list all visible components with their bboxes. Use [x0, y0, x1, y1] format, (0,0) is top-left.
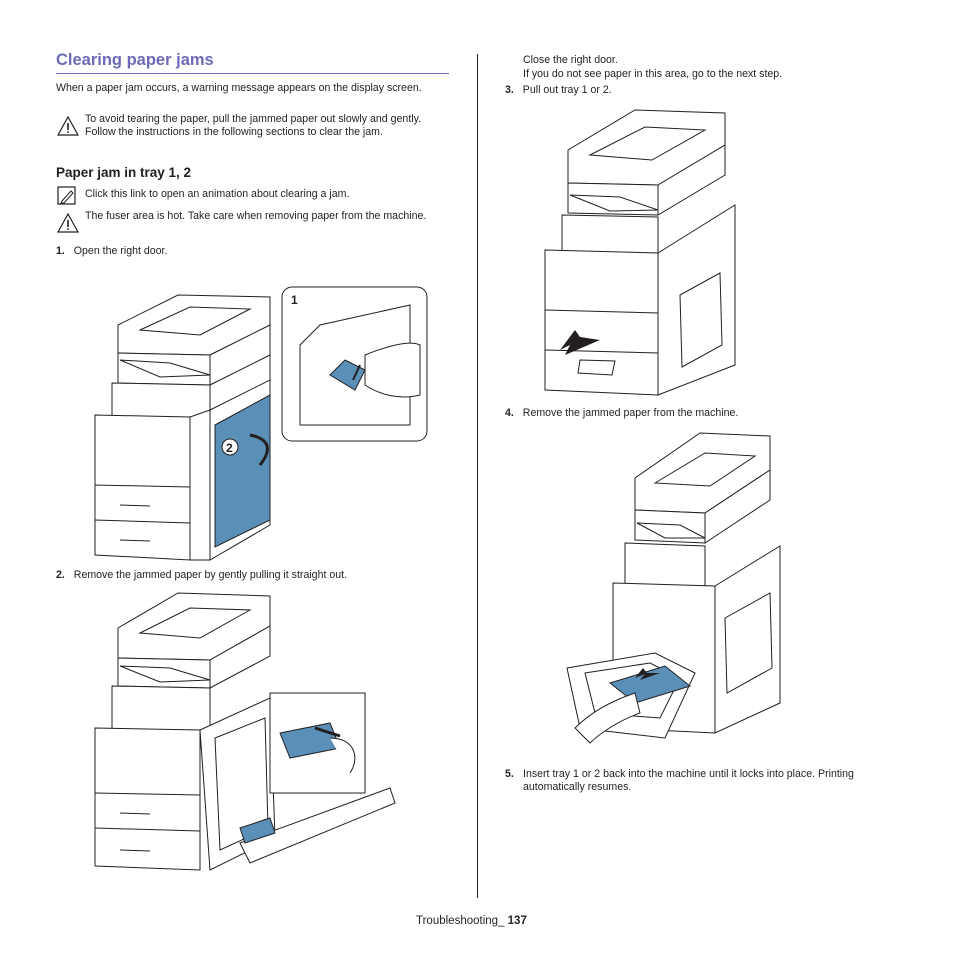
step-number: 1. [56, 245, 65, 257]
step-number: 2. [56, 569, 65, 581]
hot-fuser-warning: The fuser area is hot. Take care when re… [85, 210, 427, 222]
footer-chapter: Troubleshooting_ [416, 915, 505, 927]
step-5: 5. Insert tray 1 or 2 back into the mach… [505, 768, 905, 794]
figure-pull-out-tray [540, 105, 750, 405]
step-text: Pull out tray 1 or 2. [522, 84, 612, 96]
step-number: 3. [505, 84, 514, 96]
figure-open-right-door: 2 1 [90, 285, 430, 565]
section-title: Clearing paper jams [56, 51, 214, 69]
step-1: 1. Open the right door. [56, 245, 167, 258]
step-text: Insert tray 1 or 2 back into the machine… [523, 768, 854, 793]
next-step-instruction: If you do not see paper in this area, go… [523, 68, 783, 80]
step-2: 2. Remove the jammed paper by gently pul… [56, 569, 347, 582]
close-door-instruction: Close the right door. [523, 54, 618, 66]
step-3: 3. Pull out tray 1 or 2. [505, 84, 612, 97]
inset-callout-label: 1 [291, 293, 298, 307]
page-footer: Troubleshooting_ 137 [416, 915, 527, 927]
figure-remove-jammed-paper [90, 588, 410, 873]
step-number: 4. [505, 407, 514, 419]
pencil-note-icon[interactable] [57, 186, 77, 206]
step-number: 5. [505, 768, 514, 780]
warning-triangle-icon [57, 115, 79, 137]
step-text: Remove the jammed paper from the machine… [522, 407, 739, 419]
figure-remove-paper-from-tray [565, 428, 785, 758]
step-text: Open the right door. [73, 245, 168, 257]
page-number: 137 [507, 915, 527, 927]
column-divider [477, 54, 478, 898]
title-rule [56, 73, 449, 74]
step-text: Remove the jammed paper by gently pullin… [73, 569, 348, 581]
intro-paragraph: When a paper jam occurs, a warning messa… [56, 82, 422, 94]
hot-warning-triangle-icon [57, 212, 79, 234]
door-callout-label: 2 [226, 441, 233, 455]
animation-link-note[interactable]: Click this link to open an animation abo… [85, 188, 350, 200]
step-4: 4. Remove the jammed paper from the mach… [505, 407, 738, 420]
caution-note: To avoid tearing the paper, pull the jam… [85, 113, 422, 138]
subsection-title: Paper jam in tray 1, 2 [56, 165, 192, 180]
